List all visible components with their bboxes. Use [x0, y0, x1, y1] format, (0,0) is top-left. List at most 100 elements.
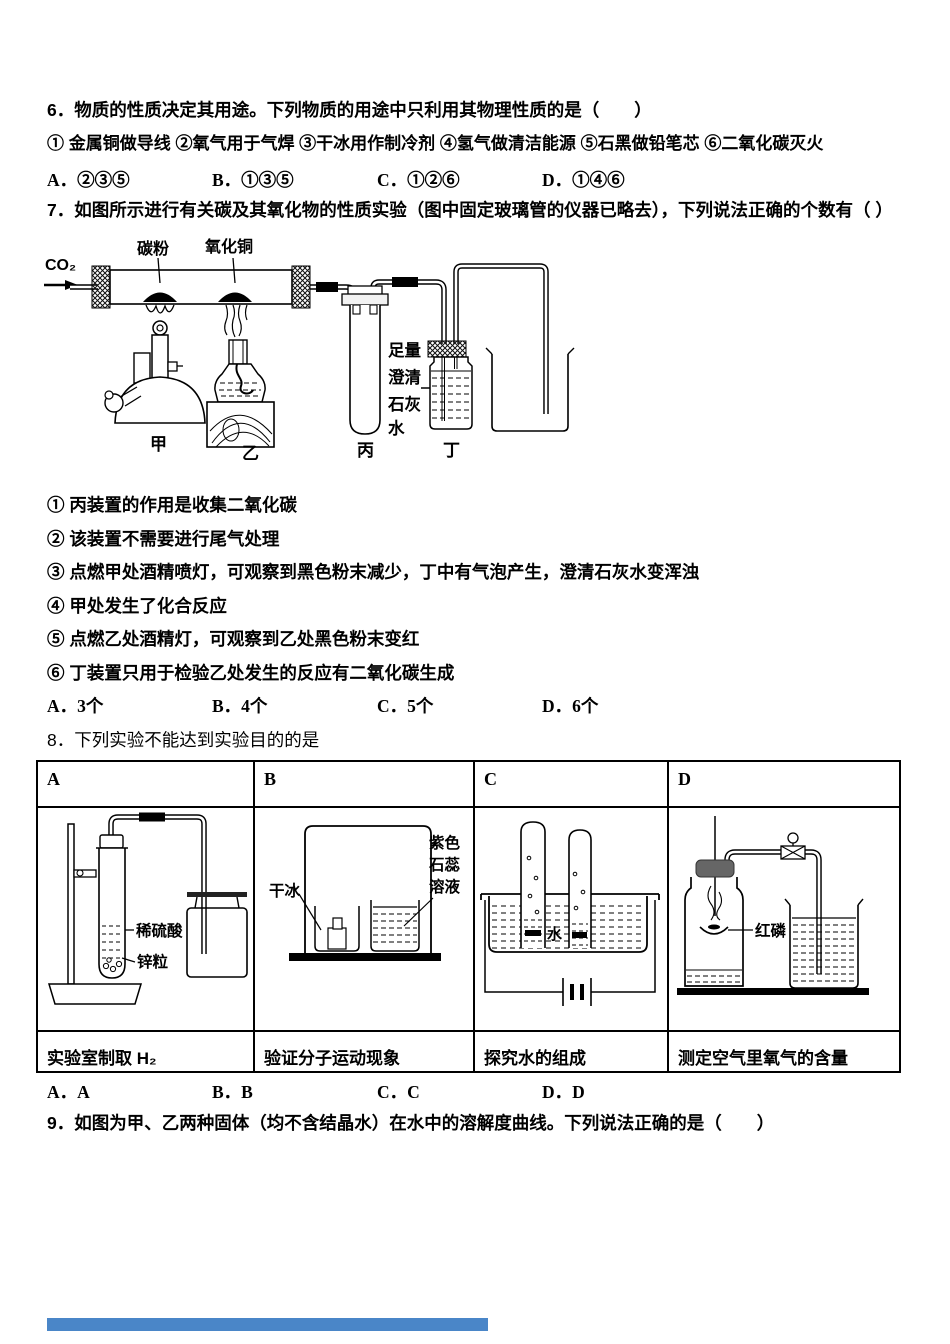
table-surface	[677, 988, 869, 995]
svg-text:水: 水	[388, 418, 405, 438]
stand-pole	[67, 823, 75, 985]
q7-title: 7．如图所示进行有关碳及其氧化物的性质实验（图中固定玻璃管的仪器已略去），下列说…	[47, 200, 893, 220]
q8-options: A．A B．B C．C D．D	[0, 1079, 950, 1103]
valve-icon	[780, 832, 806, 860]
q7-statement-2: ② 该装置不需要进行尾气处理	[47, 529, 280, 549]
label-bing: 丙	[357, 441, 374, 460]
q7-statement-6: ⑥ 丁装置只用于检验乙处发生的反应有二氧化碳生成	[47, 663, 455, 683]
q8-title: 8．下列实验不能达到实验目的的是	[47, 730, 320, 750]
test-tube-bing	[341, 285, 389, 435]
q6-option-a: A．②③⑤	[47, 170, 130, 190]
q9-title: 9．如图为甲、乙两种固体（均不含结晶水）在水中的溶解度曲线。下列说法正确的是（ …	[47, 1113, 775, 1133]
table-divider	[253, 762, 255, 1071]
stand-base	[47, 983, 143, 1005]
gas-bottle-ding	[427, 340, 473, 430]
q7-option-a: A．3个	[47, 696, 104, 716]
q8-option-d: D．D	[542, 1082, 585, 1102]
q7-statement-4: ④ 甲处发生了化合反应	[47, 596, 227, 616]
selection-highlight-bar	[47, 1318, 488, 1331]
flame-icon	[145, 304, 175, 314]
rubber-connector	[392, 277, 418, 287]
q7-option-c: C．5个	[377, 696, 434, 716]
limewater-label: 足量 澄清 石灰 水	[387, 341, 432, 438]
co2-label: CO₂	[45, 257, 76, 274]
gas-bottle	[684, 877, 744, 987]
copper-oxide-label: 氧化铜	[204, 238, 253, 256]
beaker	[485, 347, 575, 432]
svg-text:足量: 足量	[388, 341, 422, 360]
stopper-ding	[427, 340, 467, 358]
smoke	[707, 885, 723, 921]
zinc-label: 锌粒	[137, 952, 169, 971]
collection-bottle	[186, 892, 248, 978]
litmus-beaker	[370, 900, 420, 952]
q6-option-b: B．①③⑤	[212, 170, 294, 190]
table-divider	[38, 1030, 899, 1032]
q7-statement-1: ① 丙装置的作用是收集二氧化碳	[47, 495, 297, 515]
glass-plate	[187, 892, 247, 897]
q8-header-b: B	[264, 769, 277, 789]
stopper-left	[91, 265, 111, 309]
flame-icon	[224, 304, 248, 338]
carbon-powder-label: 碳粉	[137, 239, 169, 258]
table-divider	[38, 806, 899, 808]
gas-tube-left	[520, 821, 546, 948]
combustion-dish	[699, 924, 729, 935]
water-beaker	[784, 898, 864, 989]
stopper-right	[291, 265, 311, 309]
table-divider	[667, 762, 669, 1071]
clamp	[73, 869, 97, 878]
alcohol-lamp	[206, 339, 275, 448]
q7-option-d: D．6个	[542, 696, 599, 716]
wires	[484, 900, 656, 993]
q8-caption-a: 实验室制取 H₂	[47, 1049, 157, 1068]
dry-ice-beaker	[314, 906, 360, 952]
figure-a-hydrogen-setup: 稀硫酸 锌粒	[47, 812, 248, 1005]
water-label: 水	[547, 925, 563, 943]
q7-statement-5: ⑤ 点燃乙处酒精灯，可观察到乙处黑色粉末变红	[47, 629, 420, 649]
zinc-granules	[102, 957, 123, 973]
q8-caption-b: 验证分子运动现象	[264, 1049, 400, 1068]
test-tube	[98, 848, 126, 979]
svg-text:石蕊: 石蕊	[428, 855, 461, 874]
carbon-powder-mound	[143, 292, 177, 302]
q8-option-b: B．B	[212, 1082, 253, 1102]
svg-text:溶液: 溶液	[429, 877, 461, 896]
cover-vessel	[304, 825, 432, 954]
rubber-connector	[316, 282, 338, 292]
alcohol-blast-lamp	[104, 320, 206, 424]
q8-caption-c: 探究水的组成	[484, 1049, 586, 1068]
q8-option-a: A．A	[47, 1082, 90, 1102]
svg-text:澄清: 澄清	[388, 367, 421, 387]
q6-items: ① 金属铜做导线 ②氧气用于气焊 ③干冰用作制冷剂 ④氢气做清洁能源 ⑤石黑做铅…	[47, 134, 824, 153]
table-divider	[473, 762, 475, 1071]
gas-tube-right	[568, 829, 592, 948]
stopper	[99, 834, 124, 849]
dry-ice-label: 干冰	[269, 881, 301, 900]
glass-tube	[109, 269, 293, 305]
q6-option-d: D．①④⑥	[542, 170, 625, 190]
acid-label: 稀硫酸	[136, 921, 183, 940]
battery-icon	[562, 978, 592, 1006]
svg-text:石灰: 石灰	[387, 394, 422, 414]
label-ding: 丁	[443, 441, 460, 460]
q8-header-a: A	[47, 769, 60, 789]
q8-header-d: D	[678, 769, 691, 789]
label-jia: 甲	[150, 435, 167, 454]
q6-option-c: C．①②⑥	[377, 170, 460, 190]
svg-text:紫色: 紫色	[429, 833, 461, 852]
figure-d-oxygen-content: 红磷	[677, 816, 869, 995]
label-yi: 乙	[242, 444, 259, 460]
figure-b-molecular-motion: 干冰 紫色 石蕊 溶液	[269, 825, 461, 961]
q7-statement-3: ③ 点燃甲处酒精喷灯，可观察到黑色粉末减少，丁中有气泡产生，澄清石灰水变浑浊	[47, 562, 700, 582]
q8-option-c: C．C	[377, 1082, 420, 1102]
figure-c-electrolysis: 水	[480, 821, 660, 1006]
bottle-stopper	[695, 859, 735, 878]
q8-header-c: C	[484, 769, 497, 789]
table-surface	[289, 953, 441, 961]
q6-title: 6．物质的性质决定其用途。下列物质的用途中只利用其物理性质的是（ ）	[47, 100, 652, 120]
copper-oxide-mound	[218, 292, 252, 302]
q8-caption-d: 测定空气里氧气的含量	[678, 1049, 848, 1068]
litmus-label: 紫色 石蕊 溶液	[403, 833, 461, 927]
